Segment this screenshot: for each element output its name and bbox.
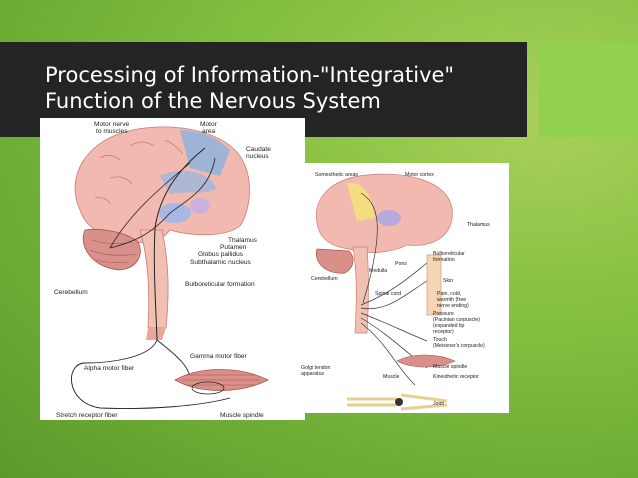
label-formation: formation xyxy=(433,257,455,263)
label-spinal-cord: Spinal cord xyxy=(375,291,401,297)
accent-box xyxy=(539,42,638,137)
label-muscle: Muscle xyxy=(383,374,400,380)
title-line-2: Function of the Nervous System xyxy=(45,89,381,113)
label-subthalamic-nucleus: Subthalamic nucleus xyxy=(190,259,252,266)
label-golgi-tendon: Golgi tendon xyxy=(301,365,331,371)
label-to-muscles: to muscles xyxy=(96,128,128,135)
label-gamma-motor-fiber: Gamma motor fiber xyxy=(190,353,248,360)
label-thalamus: Thalamus xyxy=(228,237,258,244)
peripheral-fibers xyxy=(360,262,428,386)
label-cerebellum: Cerebellum xyxy=(311,276,338,282)
label-bulboreticular: Bulboreticular xyxy=(433,251,465,257)
label-pain-cold: Pain, cold, xyxy=(437,291,461,297)
motor-area xyxy=(180,130,230,176)
skin xyxy=(426,254,442,316)
label-warmth-free: warmth (free xyxy=(437,297,466,303)
label-apparatus: apparatus xyxy=(301,371,324,377)
joint-bones xyxy=(347,393,448,411)
label-meissner: (Meissner's corpuscle) xyxy=(433,343,485,349)
feedback-pathway xyxy=(109,157,216,249)
muscle-spindle xyxy=(191,381,225,395)
label-thalamus: Thalamus xyxy=(467,222,490,228)
sensory-pathway-diagram: Somesthetic areas Motor cortex Thalamus … xyxy=(297,163,509,413)
cerebellum xyxy=(315,248,354,274)
label-putamen: Putamen xyxy=(220,244,247,251)
label-globus-pallidus: Globus pallidus xyxy=(198,251,244,258)
muscle xyxy=(396,354,456,368)
label-muscle-spindle: Muscle spindle xyxy=(220,412,264,419)
label-touch: Touch xyxy=(433,337,447,343)
kinesthetic-receptor xyxy=(395,398,403,406)
label-alpha-motor-fiber: Alpha motor fiber xyxy=(84,365,135,372)
label-pons: Pons xyxy=(395,261,407,267)
putamen xyxy=(190,198,210,214)
gyri xyxy=(94,139,209,205)
label-cerebellum: Cerebellum xyxy=(54,289,88,296)
ascending-pathway xyxy=(360,192,378,304)
label-area: area xyxy=(202,128,216,135)
label-nucleus: nucleus xyxy=(246,153,269,160)
label-muscle-spindle: Muscle spindle xyxy=(433,364,467,370)
alpha-motor-fiber-path xyxy=(156,339,191,381)
label-motor-nerve: Motor nerve xyxy=(94,121,130,128)
thalamus xyxy=(159,203,191,223)
cerebellar-pathway xyxy=(109,162,191,249)
label-kinesthetic-receptor: Kinesthetic receptor xyxy=(433,374,479,380)
thalamus xyxy=(377,210,401,226)
label-caudate: Caudate xyxy=(246,146,271,153)
label-nerve-ending: nerve ending) xyxy=(437,303,469,309)
slide-title: Processing of Information-"Integrative" … xyxy=(45,62,515,114)
title-line-1: Processing of Information-"Integrative" xyxy=(45,63,455,87)
label-joint: Joint xyxy=(433,401,445,407)
motor-pathway-illustration: Motor nerve to muscles Motor area Caudat… xyxy=(54,121,271,419)
brainstem xyxy=(352,246,369,334)
somesthetic-area xyxy=(347,182,375,221)
label-stretch-receptor-fiber: Stretch receptor fiber xyxy=(56,412,118,419)
muscle-fibers xyxy=(182,374,260,386)
label-bulboreticular-formation: Bulboreticular formation xyxy=(185,281,255,288)
stretch-receptor-loop xyxy=(71,339,231,409)
spinal-cord-segment xyxy=(146,328,166,340)
label-expanded-tip: (expanded tip xyxy=(433,323,465,329)
cerebellum xyxy=(82,229,141,271)
sensory-pathway-illustration: Somesthetic areas Motor cortex Thalamus … xyxy=(301,172,490,411)
label-medulla: Medulla xyxy=(369,268,387,274)
label-receptor: receptor) xyxy=(433,329,454,335)
brain-motor-diagram: Motor nerve to muscles Motor area Caudat… xyxy=(40,118,305,420)
label-pacinian: (Pacinian corpuscle) xyxy=(433,317,480,323)
label-motor-cortex: Motor cortex xyxy=(405,172,434,178)
label-motor: Motor xyxy=(200,121,218,128)
label-pressure: Pressure xyxy=(433,311,454,317)
label-skin: Skin xyxy=(443,278,453,284)
label-somesthetic-areas: Somesthetic areas xyxy=(315,172,358,178)
